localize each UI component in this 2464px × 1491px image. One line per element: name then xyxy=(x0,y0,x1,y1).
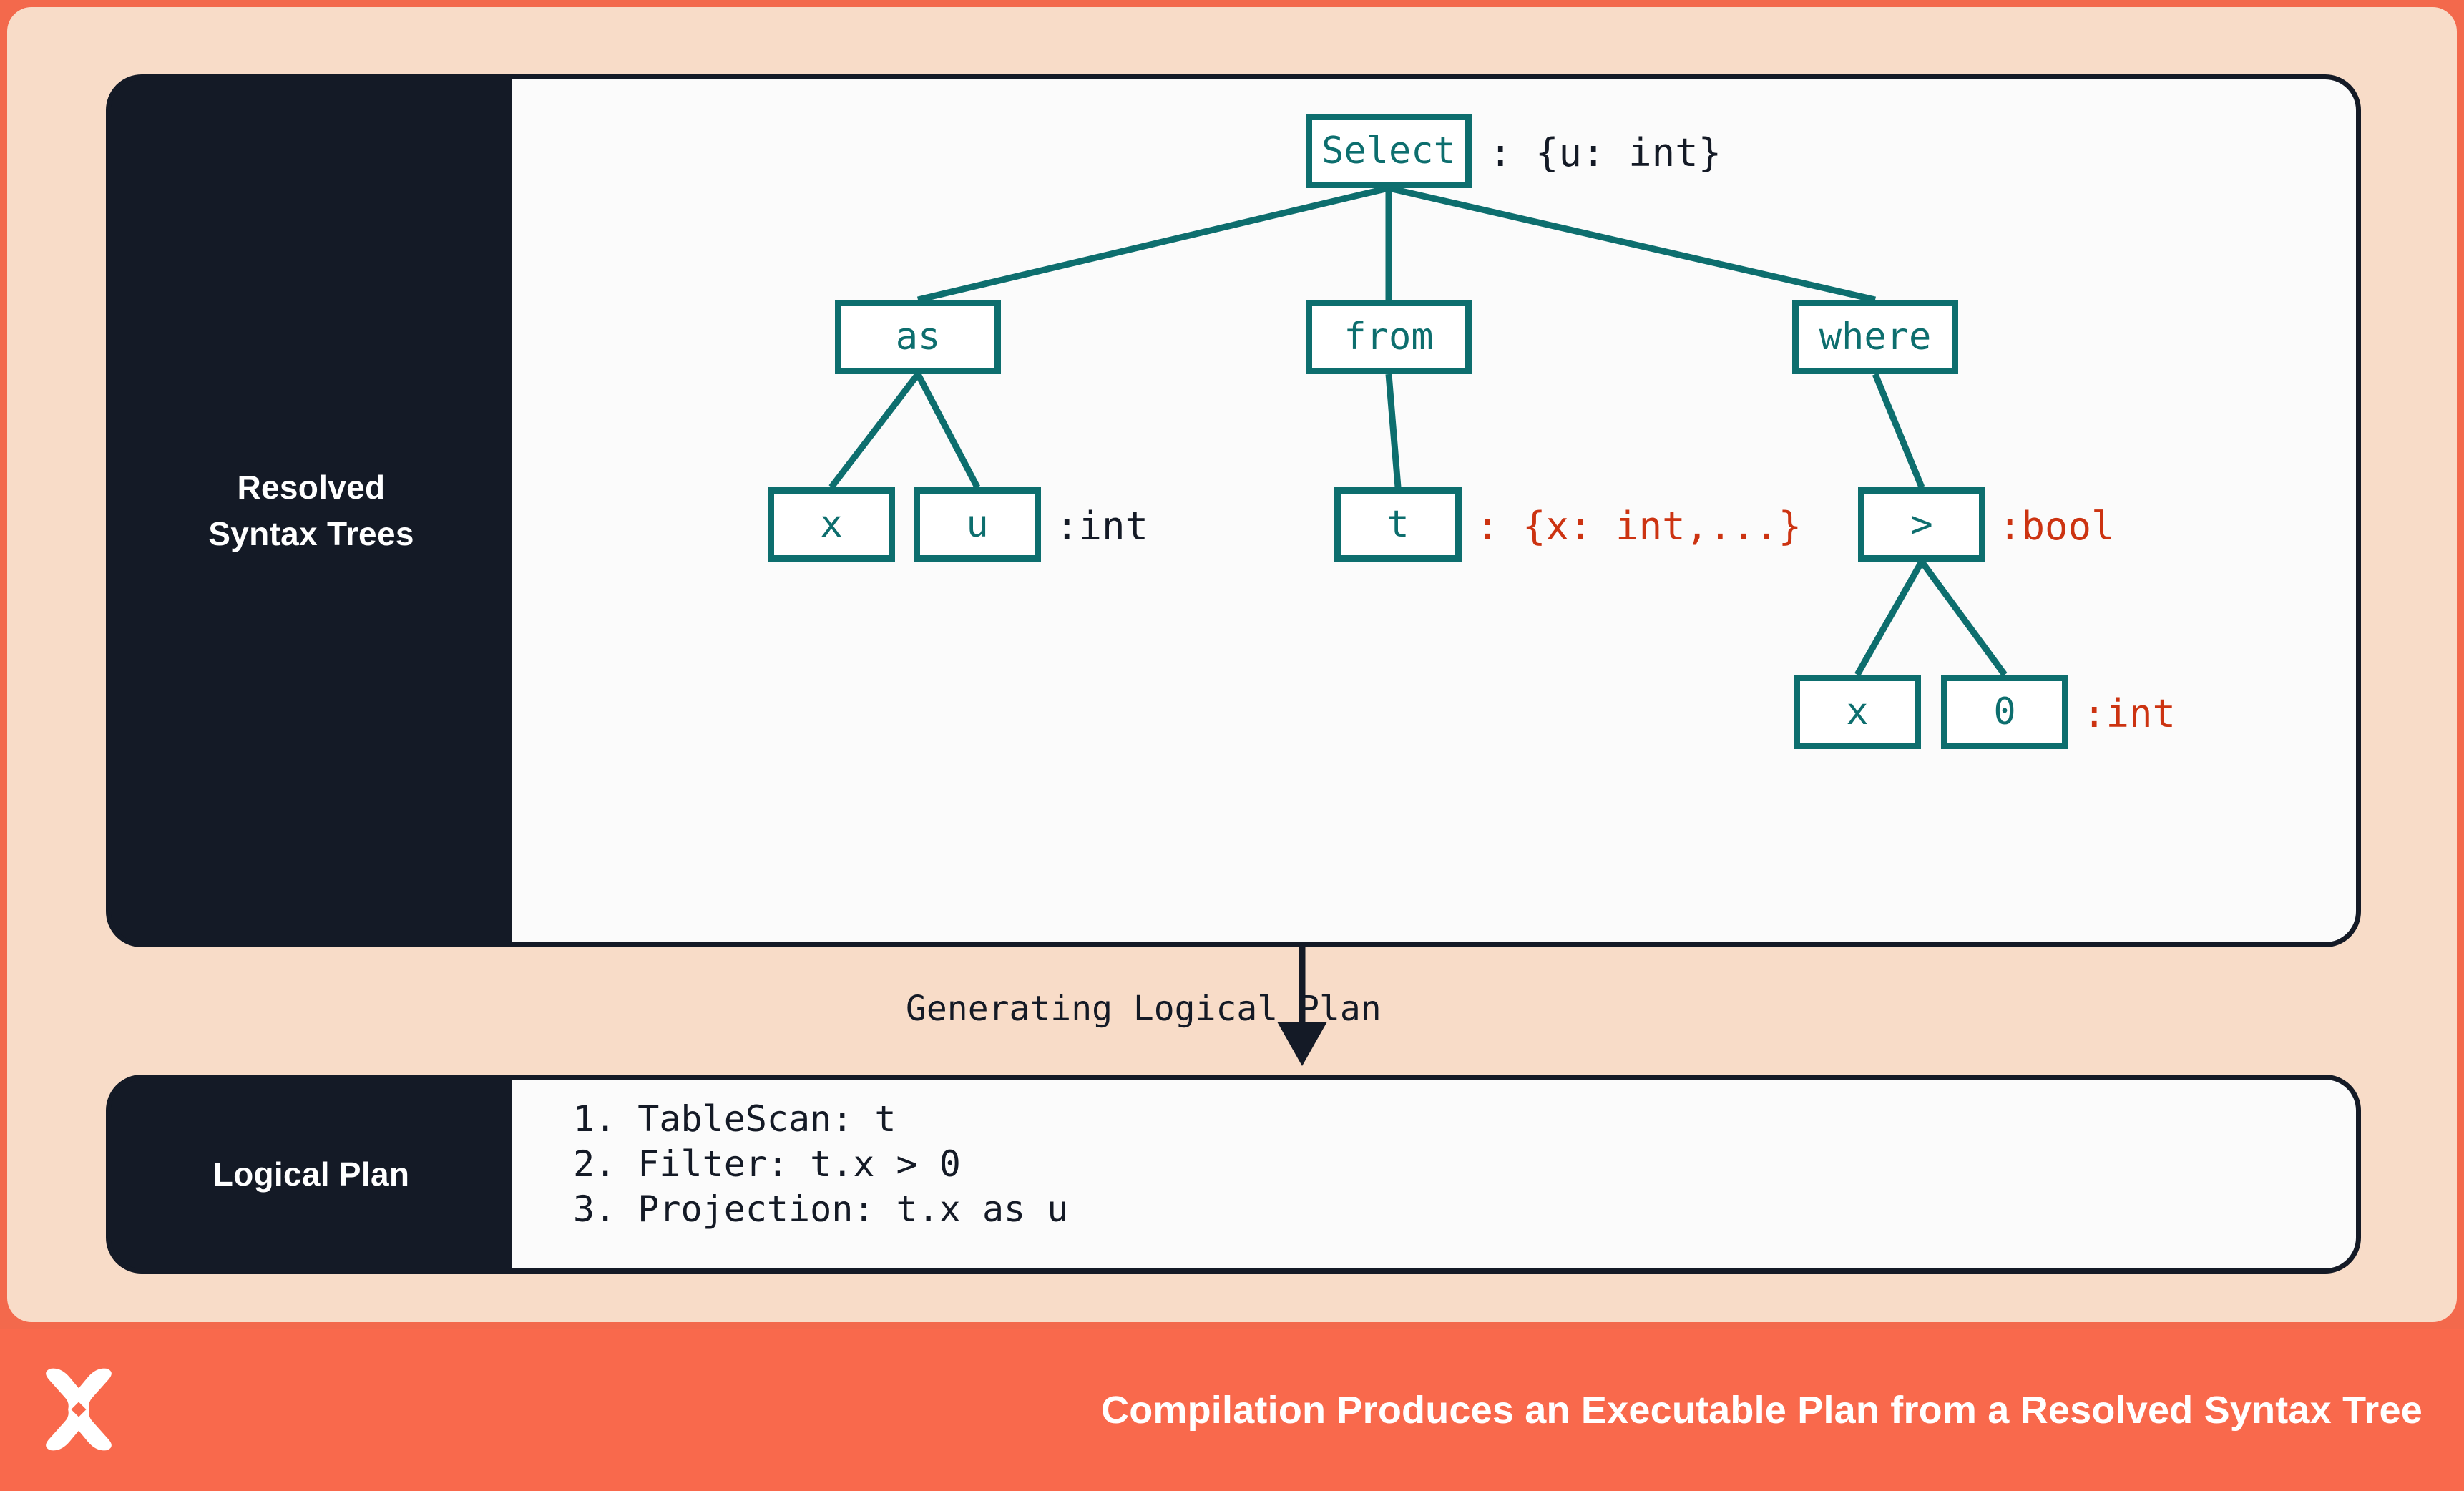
pipeline-connector: Generating Logical Plan xyxy=(106,947,2361,1075)
connector-arrow-icon xyxy=(1277,947,1327,1066)
logical-plan-step: 2. Filter: t.x > 0 xyxy=(573,1143,961,1185)
footer-caption: Compilation Produces an Executable Plan … xyxy=(1101,1389,2423,1432)
tree-edge-gt-gt-0 xyxy=(1919,559,2008,677)
tree-edge-where-gt xyxy=(1872,373,1925,489)
tree-node-from[interactable]: from xyxy=(1306,300,1472,374)
tree-node-as[interactable]: as xyxy=(835,300,1001,374)
tree-node-gt-0[interactable]: 0 xyxy=(1941,675,2068,749)
footer-banner: Compilation Produces an Executable Plan … xyxy=(0,1329,2464,1491)
type-annotation-as-u: :int xyxy=(1055,504,1149,549)
resolved-syntax-trees-sidebar: Resolved Syntax Trees xyxy=(111,79,512,942)
tree-edge-as-as-u xyxy=(915,372,980,489)
resolved-syntax-trees-panel: Resolved Syntax Trees Select : {u: int} as… xyxy=(106,74,2361,947)
logical-plan-sidebar: Logical Plan xyxy=(111,1080,512,1268)
tree-node-gt-x[interactable]: x xyxy=(1794,675,1921,749)
syntax-tree-canvas: Select : {u: int} as from where x :int u :int t : … xyxy=(512,79,2356,942)
syntax-tree: Select : {u: int} as from where x :int u :int t : … xyxy=(512,79,2356,942)
tree-node-where[interactable]: where xyxy=(1792,300,1958,374)
tree-edge-as-as-x xyxy=(828,372,921,489)
tree-node-gt[interactable]: > xyxy=(1858,487,1985,562)
resolved-syntax-trees-label: Resolved Syntax Trees xyxy=(208,464,414,558)
tree-node-as-u[interactable]: u xyxy=(914,487,1041,562)
logical-plan-step: 3. Projection: t.x as u xyxy=(573,1188,1069,1230)
tree-edges xyxy=(828,185,2008,677)
logical-plan-label: Logical Plan xyxy=(212,1155,410,1193)
rst-label-line1: Resolved xyxy=(237,468,386,506)
type-annotation-from-t: : {x: int,...} xyxy=(1476,504,1802,549)
tree-edge-gt-gt-x xyxy=(1854,559,1925,677)
tree-edge-select-as xyxy=(916,185,1390,303)
tree-node-as-x[interactable]: x xyxy=(768,487,895,562)
tree-edge-from-from-t xyxy=(1385,373,1402,488)
butterfly-x-logo-icon xyxy=(46,1368,112,1451)
connector-label: Generating Logical Plan xyxy=(906,989,1382,1029)
type-annotation-gt-0: :int xyxy=(2083,691,2176,736)
tree-edge-select-where xyxy=(1387,185,1877,303)
tree-node-select[interactable]: Select xyxy=(1306,114,1472,188)
type-annotation-select: : {u: int} xyxy=(1489,130,1722,175)
tree-node-from-t[interactable]: t xyxy=(1334,487,1462,562)
type-annotation-gt: :bool xyxy=(1998,504,2115,549)
rst-label-line2: Syntax Trees xyxy=(208,515,414,552)
logical-plan-step: 1. TableScan: t xyxy=(573,1098,896,1140)
